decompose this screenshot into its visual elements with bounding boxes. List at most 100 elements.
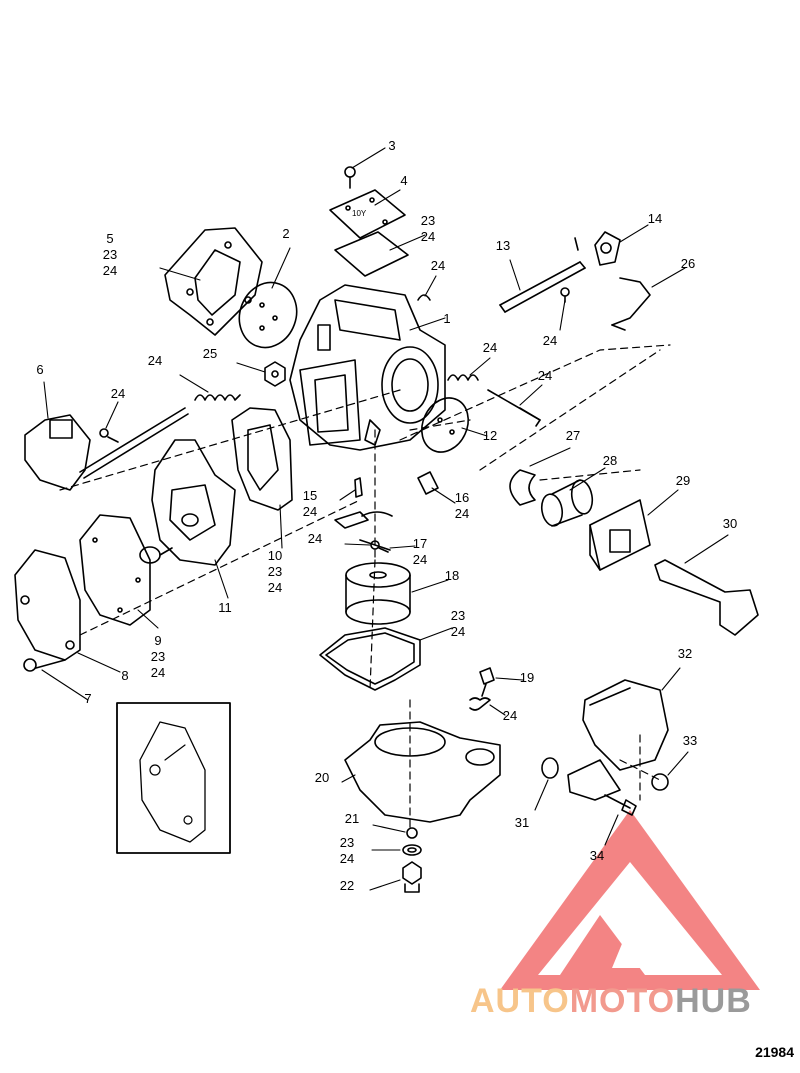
- part-21-jet: [406, 827, 418, 839]
- callout-c20: 20: [315, 770, 329, 785]
- callout-line: 24: [308, 531, 322, 546]
- callout-line: 24: [103, 263, 117, 278]
- callout-c18: 18: [445, 568, 459, 583]
- callout-line: 24: [431, 258, 445, 273]
- part-25-nut: [264, 361, 286, 387]
- callout-line: 23: [268, 564, 282, 579]
- leader-line-c7: [41, 669, 89, 701]
- callout-line: 24: [340, 851, 354, 866]
- callout-c25: 25: [203, 346, 217, 361]
- callout-line: 13: [496, 238, 510, 253]
- part-28-cylinder: [540, 479, 594, 527]
- leader-line-c24b: [559, 299, 566, 331]
- callout-line: 27: [566, 428, 580, 443]
- callout-line: 24: [543, 333, 557, 348]
- leader-line-c9: [137, 609, 159, 629]
- callout-line: 33: [683, 733, 697, 748]
- part-15-clip: [354, 477, 363, 498]
- callout-line: 24: [455, 506, 469, 521]
- leader-line-c32: [661, 667, 681, 691]
- callout-c24e: 24: [483, 340, 497, 355]
- part-24-screw-choke: [99, 428, 119, 443]
- callout-c13: 13: [496, 238, 510, 253]
- part-choke-shaft: [79, 407, 189, 479]
- part-26-link-rod: [611, 277, 651, 331]
- callout-line: 6: [36, 362, 43, 377]
- callout-c4: 4: [400, 173, 407, 188]
- callout-line: 24: [303, 504, 317, 519]
- part-2-diaphragm: [238, 281, 298, 349]
- callout-line: 24: [451, 624, 465, 639]
- leader-lines: [41, 147, 729, 891]
- callout-line: 24: [111, 386, 125, 401]
- callout-c7: 7: [84, 691, 91, 706]
- callout-c8: 8: [121, 668, 128, 683]
- callout-line: 24: [151, 665, 165, 680]
- leader-line-c31: [534, 779, 549, 811]
- callout-c22: 22: [340, 878, 354, 893]
- part-29-housing: [589, 499, 651, 571]
- leader-line-c13: [509, 259, 521, 291]
- leader-line-c8: [77, 652, 121, 673]
- leader-line-c11: [214, 559, 229, 599]
- callout-c11: 11: [218, 600, 232, 615]
- callout-c33: 33: [683, 733, 697, 748]
- callout-line: 24: [483, 340, 497, 355]
- callout-line: 2: [282, 226, 289, 241]
- callout-c31: 31: [515, 815, 529, 830]
- callout-c26: 26: [681, 256, 695, 271]
- callout-c34: 34: [590, 848, 604, 863]
- leader-line-c24c: [105, 401, 119, 429]
- callout-line: 14: [648, 211, 662, 226]
- callout-line: 24: [503, 708, 517, 723]
- part-30-plunger: [654, 559, 759, 636]
- part-33-ball: [651, 773, 669, 791]
- watermark-logo: [500, 810, 760, 990]
- watermark-segment-moto: MOTO: [570, 982, 675, 1020]
- part-23-gasket-top: [334, 231, 409, 277]
- leader-line-c10: [279, 504, 283, 549]
- callout-line: 11: [218, 600, 232, 615]
- callout-line: 24: [148, 353, 162, 368]
- callout-line: 17: [413, 536, 427, 551]
- leader-line-c19: [495, 677, 524, 681]
- callout-line: 21: [345, 811, 359, 826]
- leader-line-c22: [369, 879, 401, 891]
- leader-line-c15: [339, 489, 356, 501]
- part-24-spring-right: [447, 374, 479, 381]
- callout-line: 30: [723, 516, 737, 531]
- callout-c29: 29: [676, 473, 690, 488]
- part-5-gasket: [164, 227, 263, 336]
- part-12-plate: [421, 397, 469, 453]
- leader-line-c33: [667, 751, 689, 776]
- part-34-screw: [604, 794, 637, 816]
- leader-line-c34: [604, 814, 619, 846]
- part-23-washer: [402, 844, 422, 856]
- leader-line-c17: [389, 545, 416, 549]
- watermark-segment-auto: AUTO: [470, 982, 570, 1020]
- part-7-screw: [23, 658, 66, 672]
- callout-line: 28: [603, 453, 617, 468]
- part-22-drain-screw: [402, 861, 422, 893]
- callout-c19: 19: [520, 670, 534, 685]
- part-24-float-arm: [334, 511, 393, 529]
- callout-line: 4: [400, 173, 407, 188]
- callout-c24d: 24: [148, 353, 162, 368]
- leader-line-c4: [374, 189, 401, 206]
- callout-line: 34: [590, 848, 604, 863]
- callout-c24b: 24: [543, 333, 557, 348]
- part-20-float-bowl: [344, 721, 501, 823]
- part-3-screw: [344, 166, 356, 189]
- leader-line-c12: [461, 427, 488, 437]
- part-11-fuel-pump-body: [151, 439, 236, 566]
- leader-line-c29: [647, 489, 679, 516]
- leader-line-c16: [431, 487, 456, 504]
- part-13-throttle-shaft: [499, 237, 586, 313]
- part-4-cover-plate: 10Y: [329, 189, 406, 239]
- leader-line-c30: [684, 534, 729, 564]
- figure-id: 21984: [755, 1044, 794, 1060]
